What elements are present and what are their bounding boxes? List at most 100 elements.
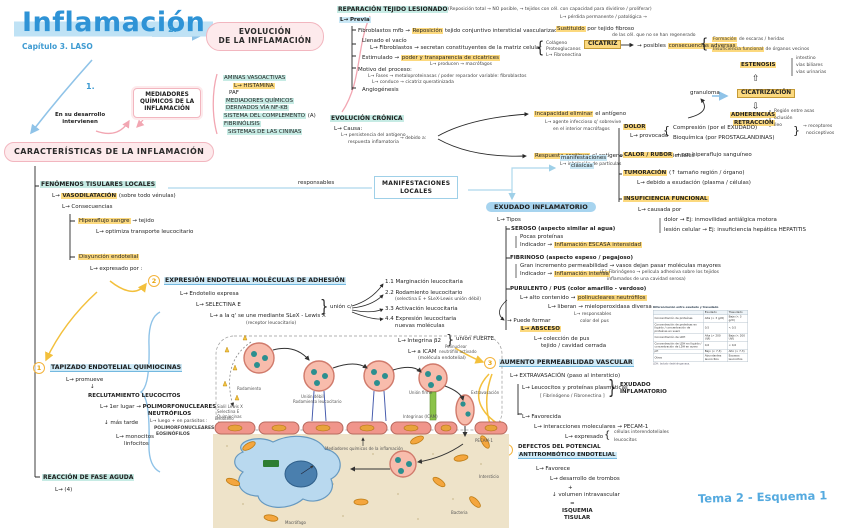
cronica-causa: L→ Causa: bbox=[334, 126, 363, 132]
label-pecam: PECAM-1 bbox=[475, 438, 493, 443]
absceso-tejido: tejido / cavidad cerrada bbox=[541, 343, 607, 349]
bioquimica-label: Bioquímica (por PROSTAGLANDINAS) bbox=[673, 135, 775, 141]
table-row: Concentración de proteínas en líquido / … bbox=[653, 322, 748, 334]
consec1-post: de escaras / heridas bbox=[737, 37, 785, 42]
step2-label: 2. bbox=[168, 25, 177, 34]
matriz-fibronectina: L→ Fibronectina bbox=[546, 53, 582, 58]
absceso-label: L→ ABSCESO bbox=[520, 326, 561, 332]
illustration-arrows bbox=[272, 347, 468, 472]
estimulado-hl: poder y transparencia de cicatrices bbox=[400, 55, 500, 61]
tissue-speckles bbox=[226, 443, 482, 520]
fibrinogeno-nota1: (Ej: Fibrinógeno → película adhesiva sob… bbox=[600, 270, 719, 275]
tumoracion-label: TUMORACIÓN bbox=[623, 170, 668, 176]
adh-nota1: Región entre asas bbox=[774, 109, 815, 114]
dolor-label: DOLOR bbox=[623, 124, 647, 130]
volumen-label: ↓ volumen intravascular bbox=[552, 492, 620, 498]
calor-post: → por hiperaflujo sanguíneo bbox=[673, 152, 752, 158]
label-bacteria: Bacteria bbox=[451, 510, 468, 515]
retraccion-label: RETRACCIÓN bbox=[733, 120, 775, 126]
reparacion-nota2: L→ pérdida permanente / patológica → bbox=[560, 15, 647, 20]
complemento-label: SISTEMA DEL COMPLEMENTO bbox=[223, 113, 307, 119]
estenosis-item3: vías urinarias bbox=[796, 70, 827, 75]
incapacidad-post: el antígeno bbox=[593, 111, 627, 117]
exudado-brace-l2: INFLAMATORIO bbox=[620, 389, 667, 395]
mediadores-line1: MEDIADORES bbox=[145, 92, 189, 98]
icam-label: L→ a ICAM bbox=[408, 349, 437, 355]
defectos-heading1: DEFECTOS DEL POTENCIAL bbox=[518, 444, 601, 450]
seroso-label: SEROSO (aspecto similar al agua) bbox=[511, 226, 616, 232]
monocitos-label: L→ monocitos bbox=[116, 434, 154, 440]
reclutamiento-label: RECLUTAMIENTO LEUCOCITOS bbox=[88, 393, 181, 399]
vaso-post: (sobre todo vénulas) bbox=[117, 193, 176, 199]
mediadores-line2: QUÍMICOS DE LA bbox=[140, 99, 195, 106]
adh-nota3: íleo bbox=[774, 123, 783, 128]
seroso-proteinas: Pocas proteínas bbox=[520, 234, 564, 240]
matriz-brace: { bbox=[536, 39, 545, 58]
purulento-responsables1: L→ responsables bbox=[574, 312, 612, 317]
provocado-label: L→ provocado bbox=[630, 133, 669, 139]
fase-aguda-ref: L→ (4) bbox=[55, 487, 73, 493]
pecam-brace: { bbox=[604, 430, 611, 441]
sustituido-nota: de las cél. que no se han regenerado bbox=[612, 33, 696, 38]
interacciones-label: L→ interacciones moleculares → PECAM-1 bbox=[534, 424, 649, 430]
clasicas-label1: manifestaciones bbox=[560, 155, 608, 161]
complemento-ref: (A) bbox=[307, 113, 316, 119]
estenosis-item1: intestino bbox=[796, 56, 816, 61]
neutrophils bbox=[243, 342, 475, 478]
row1-label: Concentración de proteínas en líquido / … bbox=[653, 322, 704, 334]
exudado-trasudado-table: Diferenciación entre exudado y trasudado… bbox=[653, 306, 748, 368]
icam-nota: (molécula endotelial) bbox=[418, 356, 466, 361]
neutrophil-2 bbox=[303, 360, 335, 422]
slex-label: L→ a la q' se une mediante SLeX - Lewis … bbox=[210, 313, 326, 319]
row4-trasudado: Alto (> 7,3) bbox=[727, 349, 748, 355]
incapacidad-sub2: en el interior macrófagos bbox=[553, 127, 610, 132]
label-rodamiento-leucocitario: Rodamiento leucocitario bbox=[293, 399, 342, 404]
estenosis-item2: vías biliares bbox=[796, 63, 823, 68]
step-marginacion: 1.1 Marginación leucocitaria bbox=[385, 279, 463, 285]
step-circle-1: 1 bbox=[33, 362, 45, 374]
step1-label: 1. bbox=[86, 82, 95, 91]
row5-trasudado: Escasos leucocitos bbox=[727, 353, 748, 363]
causada-label: L→ causada por bbox=[638, 207, 682, 213]
pecam-leucocitos: leucocitos bbox=[614, 438, 637, 443]
leucocitos-proteinas: L→ Leucocitos y proteínas plasmáticas bbox=[522, 385, 628, 391]
manifestaciones-line1: MANIFESTACIONES bbox=[382, 180, 451, 187]
angiogenesis-label: Angiogénesis bbox=[362, 87, 399, 93]
caracteristicas-bubble: CARACTERÍSTICAS DE LA INFLAMACIÓN bbox=[4, 142, 215, 162]
pmn-label: POLIMORFONUCLEARES bbox=[142, 404, 217, 410]
insuficiencia-label: INSUFICIENCIA FUNCIONAL bbox=[623, 196, 709, 202]
union-con-label: unión c/ bbox=[330, 304, 352, 310]
step-activacion: 3.3 Activación leucocitaria bbox=[385, 306, 458, 312]
matriz-proteoglucanos: Proteoglucanos bbox=[546, 47, 581, 52]
favorecida-label: L→ Favorecida bbox=[522, 414, 562, 420]
adh-nota2: oclusión bbox=[774, 116, 793, 121]
seroso-indicador-pre: Indicador → bbox=[520, 242, 554, 248]
dashed-outline bbox=[215, 335, 503, 431]
vasodilatacion-hl: VASODILATACIÓN bbox=[61, 193, 118, 199]
mediadores-box: MEDIADORES QUÍMICOS DE LA INFLAMACIÓN bbox=[133, 88, 202, 118]
receptores-label2: nociceptivos bbox=[806, 131, 835, 136]
purulento-liberan: L→ liberan → mieloperoxidasa diversa bbox=[548, 304, 652, 310]
plasma-proteinas: [ Fibrinógeno / Fibronectina ] bbox=[540, 394, 605, 399]
extravasacion-label: L→ EXTRAVASACIÓN (paso al intersticio) bbox=[510, 373, 621, 379]
selectina-e: L→ SELECTINA E bbox=[196, 302, 241, 308]
mediadores-nfkb-1: MEDIADORES QUÍMICOS bbox=[225, 98, 294, 104]
label-quimiocinas: Quimiocinas bbox=[217, 414, 242, 419]
eosinofilos-label2: EOSINÓFILOS bbox=[156, 432, 190, 437]
optimiza-label: L→ optimiza transporte leucocitario bbox=[96, 229, 194, 235]
trombos-label: L→ desarrollo de trombos bbox=[550, 476, 620, 482]
step-circle-2: 2 bbox=[148, 275, 160, 287]
reparacion-nota1: (Reposición total → NO posible, → tejido… bbox=[448, 7, 652, 12]
label-macrofago: Macrófago bbox=[285, 520, 307, 525]
seroso-indicador-hl: Inflamación ESCASA intensidad bbox=[553, 242, 643, 248]
leukocyte-migration-illustration: Rodamiento Unión débil Rodamiento leucoc… bbox=[213, 334, 509, 528]
fibrinoso-permeabilidad: Gran incremento permeabilidad → vasos de… bbox=[520, 263, 721, 269]
illustration-labels: Rodamiento Unión débil Rodamiento leucoc… bbox=[215, 344, 500, 525]
estimulado-pre: Estimulado → bbox=[362, 55, 401, 61]
bacteria-rods bbox=[225, 435, 490, 522]
adhesion-heading: EXPRESIÓN ENDOTELIAL MOLÉCULAS DE ADHESI… bbox=[164, 277, 346, 285]
cininas-label: SISTEMAS DE LAS CININAS bbox=[227, 129, 303, 135]
